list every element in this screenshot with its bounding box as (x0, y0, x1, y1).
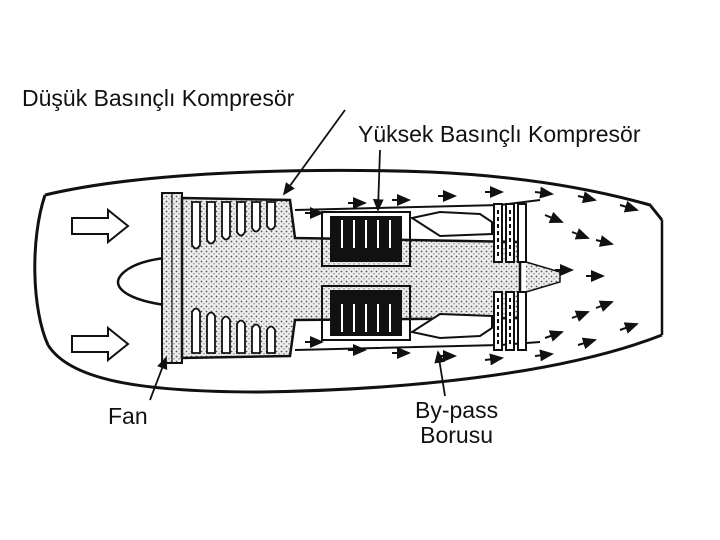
exhaust-cone (526, 262, 560, 292)
label-fan: Fan (108, 404, 148, 429)
label-low-pressure-compressor: Düşük Basınçlı Kompresör (22, 86, 294, 111)
spinner (118, 258, 165, 305)
nacelle-lip (35, 195, 48, 345)
label-bypass-line1: By-pass (415, 398, 498, 423)
nacelle-outer-bottom (48, 335, 662, 392)
label-bypass-line2: Borusu (415, 423, 498, 448)
core-casing-bottom (295, 342, 540, 350)
core-casing-top (295, 200, 540, 210)
label-bypass-duct: By-pass Borusu (415, 398, 498, 449)
label-high-pressure-compressor: Yüksek Basınçlı Kompresör (358, 122, 641, 147)
